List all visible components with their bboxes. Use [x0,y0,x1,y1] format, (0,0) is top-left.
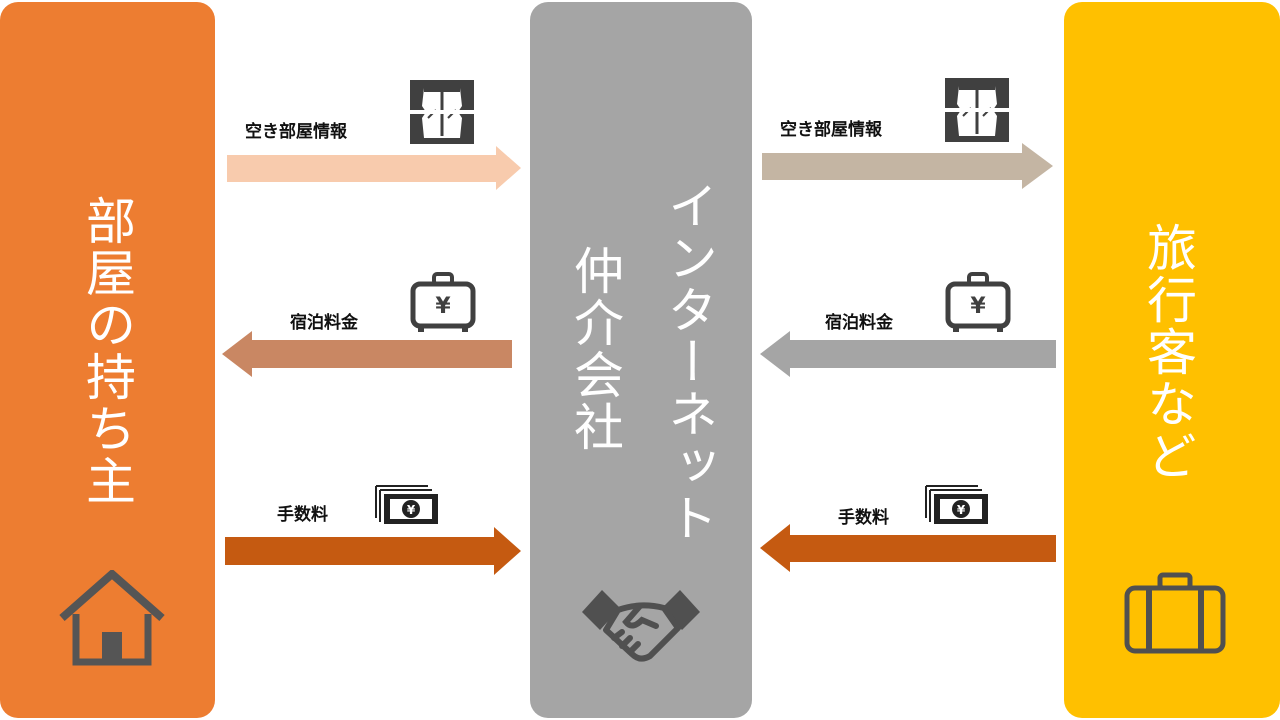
fee-label-right: 宿泊料金 [825,313,893,333]
room-owner-title: 部屋の持ち主 [78,195,136,507]
room-info-label-left: 空き部屋情報 [245,122,347,142]
curtain-window-icon [945,78,1009,142]
svg-text:¥: ¥ [957,503,966,517]
commission-label-right: 手数料 [838,508,889,528]
svg-text:¥: ¥ [970,294,986,319]
fee-label-left: 宿泊料金 [290,313,358,333]
commission-label-left: 手数料 [277,505,328,525]
room-info-label-right: 空き部屋情報 [780,120,882,140]
yen-bills-icon: ¥ [375,485,438,524]
commission-arrow-left [225,527,521,575]
yen-bills-icon: ¥ [925,485,988,524]
room-owner-column [0,2,215,718]
yen-bag-icon: ¥ [410,272,476,332]
agency-title-line1: インターネット [660,180,718,544]
house-icon [59,570,165,666]
agency-title-line2: 仲介会社 [566,245,624,453]
traveler-title: 旅行客など [1139,222,1197,482]
svg-text:¥: ¥ [435,294,451,319]
commission-arrow-right [760,524,1056,572]
yen-bag-icon: ¥ [945,272,1011,332]
internet-agency-column [530,2,752,718]
svg-text:¥: ¥ [407,503,416,517]
handshake-icon [582,590,700,662]
curtain-window-icon [410,80,474,144]
fee-arrow-right [760,331,1056,377]
traveler-column [1064,2,1280,718]
room-info-arrow-left [227,146,521,190]
suitcase-icon [1124,572,1226,654]
room-info-arrow-right [762,143,1053,189]
fee-arrow-left [222,331,512,377]
